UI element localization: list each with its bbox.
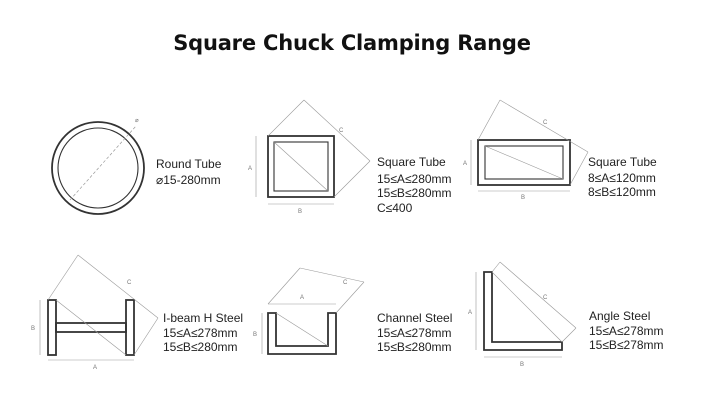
- i-beam-right-flange: [125, 299, 135, 356]
- i-beam-dim-b: B: [31, 326, 35, 332]
- angle-steel-dim-c-line: [499, 261, 577, 329]
- angle-steel-spec-2: 15≤B≤278mm: [589, 338, 664, 352]
- round-tube-label: Round Tube: [156, 157, 222, 171]
- channel-steel-label: Channel Steel: [377, 311, 452, 325]
- square-tube-1-figure: A B C: [248, 99, 371, 215]
- channel-steel-dim-a: A: [300, 295, 304, 301]
- square-tube-1-ext-1: [267, 99, 305, 137]
- i-beam-label: I-beam H Steel: [163, 311, 243, 325]
- square-tube-1-dim-b: B: [298, 209, 302, 215]
- square-tube-2-outer: [477, 139, 571, 186]
- i-beam-diagonal: [55, 299, 127, 356]
- i-beam-figure: B A C: [31, 254, 159, 371]
- i-beam-ext-2: [133, 317, 159, 356]
- square-tube-2-diagonal: [484, 145, 564, 180]
- angle-steel-dim-b: B: [520, 362, 524, 368]
- i-beam-ext-1: [47, 254, 79, 301]
- angle-steel-dim-a: A: [468, 310, 472, 316]
- square-tube-2-figure: A B C: [463, 99, 589, 201]
- channel-steel-diagonal: [275, 312, 329, 347]
- i-beam-dim-a: A: [93, 365, 97, 371]
- square-tube-2-dim-a: A: [463, 161, 467, 167]
- square-tube-1-inner: [273, 141, 329, 192]
- square-tube-2-dim-c: C: [543, 120, 548, 126]
- round-tube-inner-circle: [57, 127, 139, 209]
- channel-steel-dim-b: B: [253, 332, 257, 338]
- angle-steel-spec-1: 15≤A≤278mm: [589, 324, 664, 338]
- square-tube-2-dim-b: B: [521, 195, 525, 201]
- round-tube-outer-circle: [51, 121, 145, 215]
- square-tube-2-ext-1: [477, 99, 501, 141]
- square-tube-2-spec-1: 8≤A≤120mm: [588, 171, 656, 185]
- square-tube-2-inner: [484, 145, 564, 180]
- square-tube-1-spec-1: 15≤A≤280mm: [377, 172, 452, 186]
- square-tube-1-ext-2: [333, 160, 371, 198]
- angle-steel-dim-c: C: [543, 295, 548, 301]
- i-beam-web: [55, 322, 127, 333]
- square-tube-1-spec-3: C≤400: [377, 201, 413, 215]
- channel-steel-profile: [267, 312, 337, 355]
- round-tube-dim-symbol: ⌀: [135, 118, 139, 124]
- square-tube-2-label: Square Tube: [588, 155, 657, 169]
- square-tube-1-dim-a: A: [248, 166, 252, 172]
- round-tube-diameter-line: [69, 125, 137, 201]
- square-tube-2-ext-2: [569, 151, 589, 186]
- square-tube-2-spec-2: 8≤B≤120mm: [588, 185, 656, 199]
- i-beam-spec-2: 15≤B≤280mm: [163, 340, 238, 354]
- channel-steel-spec-1: 15≤A≤278mm: [377, 326, 452, 340]
- round-tube-spec-1: ⌀15-280mm: [156, 173, 221, 187]
- square-tube-2-dim-c-line: [499, 99, 589, 153]
- angle-steel-profile: [483, 271, 563, 351]
- angle-steel-figure: A B C: [468, 261, 577, 368]
- i-beam-dim-c: C: [127, 280, 132, 286]
- square-tube-1-label: Square Tube: [377, 155, 446, 169]
- channel-steel-dim-c: C: [343, 280, 348, 286]
- page-title: Square Chuck Clamping Range: [173, 31, 531, 55]
- i-beam-dim-c-line: [77, 254, 159, 319]
- square-tube-1-outer: [267, 135, 335, 198]
- channel-steel-dim-c-line: [299, 267, 365, 283]
- angle-steel-label: Angle Steel: [589, 309, 650, 323]
- square-tube-1-spec-2: 15≤B≤280mm: [377, 186, 452, 200]
- channel-steel-figure: B A C: [253, 267, 365, 355]
- angle-steel-ext-2: [561, 327, 577, 343]
- angle-steel-diagonal: [491, 271, 563, 343]
- channel-steel-ext-2: [335, 281, 365, 314]
- angle-steel-ext-1: [491, 261, 501, 273]
- square-tube-1-dim-c: C: [339, 128, 344, 134]
- i-beam-spec-1: 15≤A≤278mm: [163, 326, 238, 340]
- square-tube-1-dim-c-line: [303, 99, 371, 162]
- i-beam-left-flange: [47, 299, 57, 356]
- square-tube-1-diagonal: [273, 141, 329, 192]
- channel-steel-spec-2: 15≤B≤280mm: [377, 340, 452, 354]
- channel-steel-ext-1: [267, 267, 301, 305]
- round-tube-figure: ⌀: [51, 118, 145, 215]
